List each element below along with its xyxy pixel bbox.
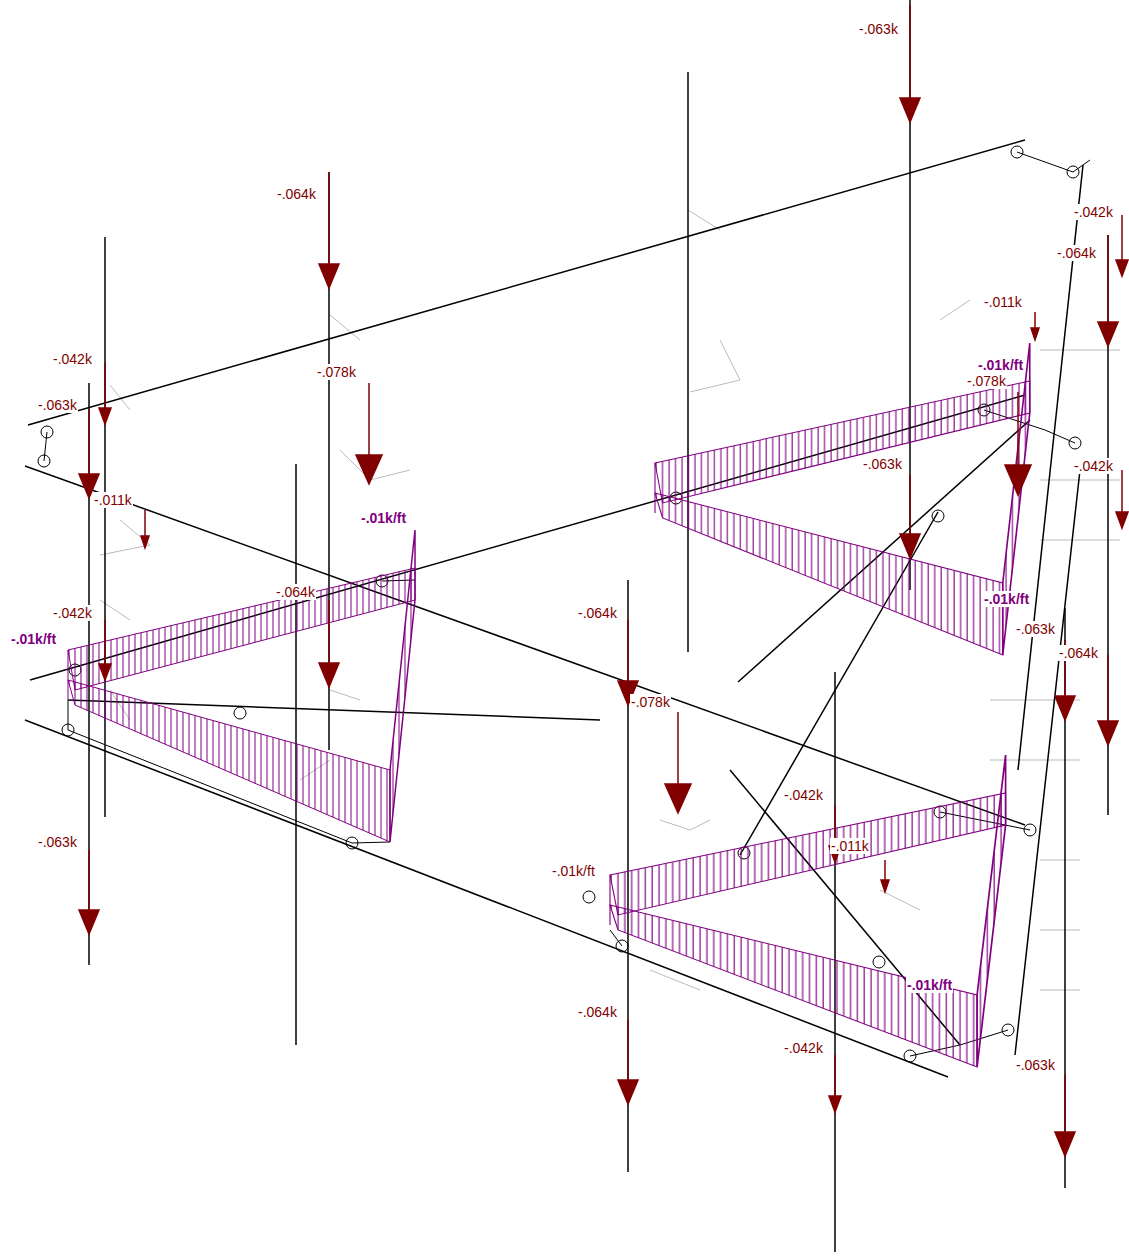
point-load-label: -.01k/ft [551,863,596,879]
point-load-label: -.042k [1073,204,1114,220]
point-load-label: -.042k [1073,458,1114,474]
point-load-label: -.063k [1015,621,1056,637]
distributed-load-label: -.01k/ft [906,977,953,993]
point-load-label: -.042k [783,787,824,803]
point-load-label: -.063k [1015,1057,1056,1073]
point-load-label: -.078k [630,694,671,710]
point-load-label: -.064k [1056,245,1097,261]
distributed-load-label: -.01k/ft [983,591,1030,607]
point-load-label: -.042k [52,605,93,621]
point-load-label: -.064k [1058,645,1099,661]
point-load-label: -.011k [983,294,1023,310]
point-load-label: -.064k [577,1004,618,1020]
point-load-label: -.011k [93,492,133,508]
point-load-label: -.078k [966,373,1007,389]
point-load-label: -.064k [275,584,316,600]
distributed-load-label: -.01k/ft [977,357,1024,373]
point-load-label: -.064k [577,605,618,621]
point-load-label: -.042k [52,351,93,367]
point-load-label: -.063k [37,397,78,413]
point-load-label: -.042k [783,1040,824,1056]
distributed-load-label: -.01k/ft [10,631,57,647]
point-load-label: -.063k [858,21,899,37]
point-load-label: -.078k [316,364,357,380]
point-load-label: -.064k [276,186,317,202]
distributed-load-label: -.01k/ft [360,510,407,526]
point-load-label: -.063k [862,456,903,472]
point-load-label: -.063k [37,834,78,850]
point-load-label: -.011k [830,838,870,854]
